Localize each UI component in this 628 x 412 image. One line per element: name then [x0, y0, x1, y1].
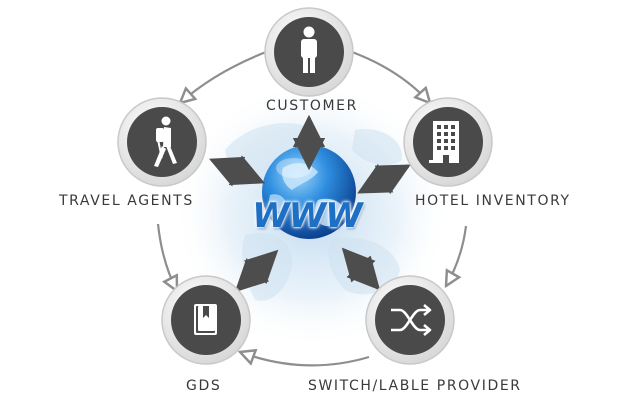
connector-customer-to-hotel-inventory — [351, 50, 430, 103]
person-icon — [301, 26, 317, 73]
connector-hotel-to-switch — [446, 225, 468, 286]
flow-connectors — [156, 50, 468, 367]
label-travel-agents: TRAVEL AGENTS — [59, 193, 194, 209]
node-hotel-inventory — [403, 97, 493, 187]
connector-travel-agents-to-gds — [156, 223, 177, 291]
node-customer — [264, 7, 354, 97]
connector-customer-to-travel-agents — [180, 50, 267, 103]
label-switch-provider: SWITCH/LABLE PROVIDER — [308, 378, 522, 394]
shuffle-icon — [391, 304, 432, 336]
node-gds — [161, 275, 251, 365]
node-travel-agents — [117, 97, 207, 187]
arrow-hotel-hub — [357, 163, 411, 195]
hotel-building-icon — [429, 121, 459, 163]
arrow-switch-hub — [341, 247, 381, 291]
arrow-travel-agents-hub — [209, 155, 265, 187]
www-label: WWW — [252, 196, 363, 236]
hub-connectors — [209, 114, 411, 293]
node-switch-provider — [365, 275, 455, 365]
label-customer: CUSTOMER — [266, 98, 358, 114]
connector-switch-to-gds — [240, 352, 370, 367]
label-gds: GDS — [186, 378, 222, 394]
backpacker-icon — [154, 116, 177, 167]
book-icon — [194, 304, 217, 335]
label-hotel-inventory: HOTEL INVENTORY — [415, 193, 571, 209]
arrow-gds-hub — [234, 249, 279, 293]
